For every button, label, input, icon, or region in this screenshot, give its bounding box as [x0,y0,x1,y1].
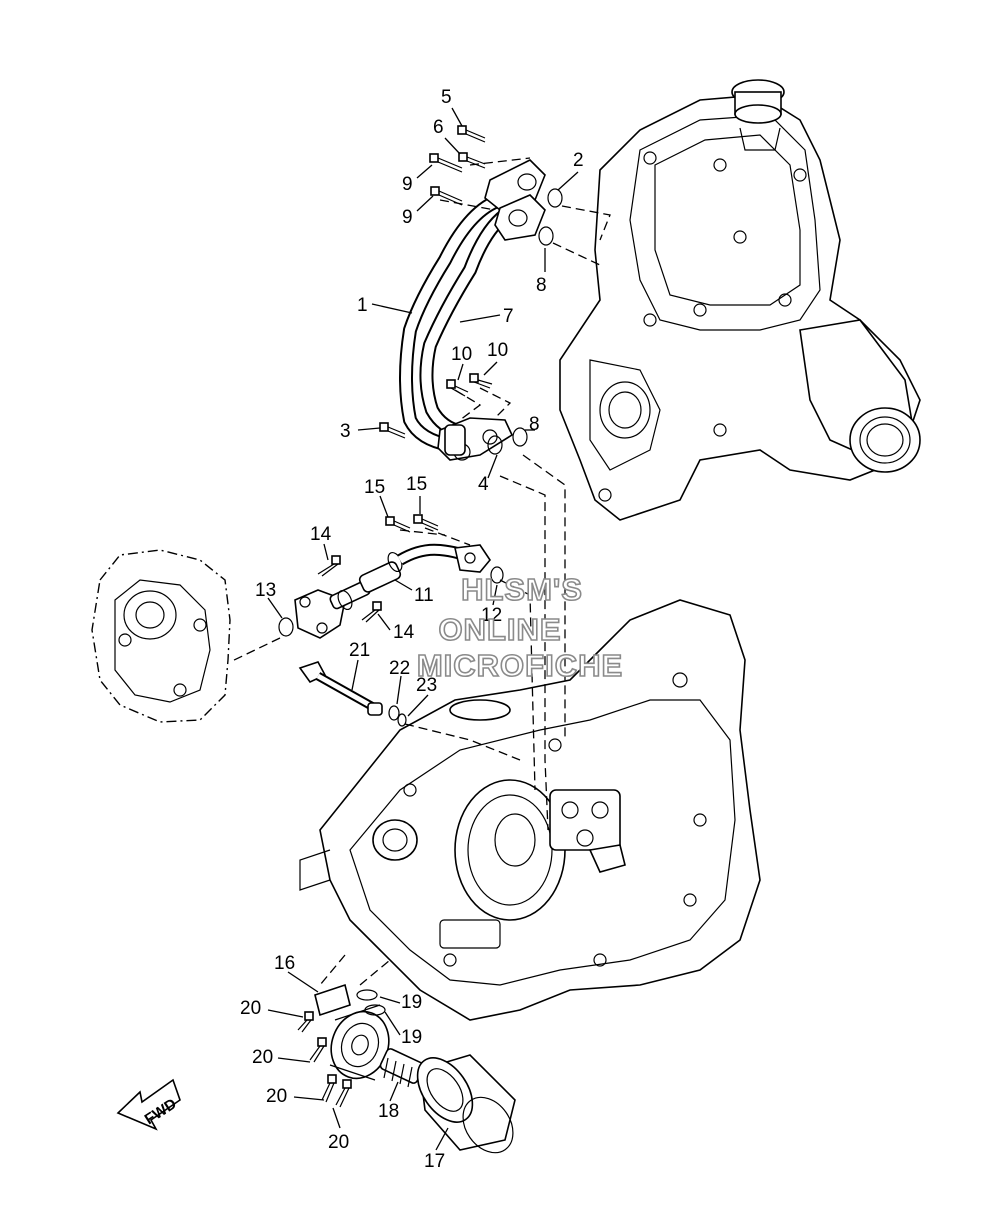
watermark-line-1: HLSM'S [461,572,583,607]
callout-19-upper: 19 [401,992,422,1013]
oil-filter-17 [416,1054,516,1154]
o-ring-22 [388,705,400,721]
callout-14-upper: 14 [310,524,332,545]
callout-labels: 5 6 9 9 2 8 1 7 10 10 3 8 4 15 15 14 11 … [240,87,584,1172]
bolt-20-b [309,1037,327,1063]
o-ring-8-upper [538,226,554,246]
callout-4: 4 [478,474,489,495]
assembly-guide-lines [229,157,611,986]
callout-8-upper: 8 [536,275,547,296]
callout-13: 13 [255,580,276,601]
upper-pipe-flanges [484,159,546,241]
watermark-line-2: ONLINE [438,612,561,647]
bolt-14-lower [361,601,382,623]
breather-hose-21 [298,661,383,716]
o-ring-12 [490,566,504,584]
callout-8-lower: 8 [529,414,540,435]
callout-6: 6 [433,117,444,138]
o-ring-19-upper [356,989,378,1001]
bolt-9-upper [429,153,463,173]
oil-delivery-pipe-11 [294,543,491,639]
bolt-10-left [446,379,469,397]
callout-15-right: 15 [406,474,427,495]
bolt-9-lower [430,186,463,206]
forward-direction-arrow: FWD [116,1078,181,1131]
bolt-15-left [385,516,411,533]
callout-15-left: 15 [364,477,385,498]
callout-12: 12 [481,605,502,626]
o-ring-8-lower [512,427,528,447]
bolts [297,125,493,1108]
leader-lines [267,107,579,1151]
lower-pipe-flange [437,417,514,461]
bolt-20-c [321,1074,337,1103]
bolt-20-d [335,1079,352,1108]
callout-1: 1 [357,295,368,316]
o-ring-23 [397,713,407,727]
callout-22: 22 [389,658,410,679]
bolt-10-right [469,373,493,389]
callout-9-upper: 9 [402,174,413,195]
callout-20-c: 20 [266,1086,287,1107]
callout-20-a: 20 [240,998,261,1019]
callout-5: 5 [441,87,452,108]
callout-10-right: 10 [487,340,508,361]
callout-23: 23 [416,675,437,696]
callout-18: 18 [378,1101,399,1122]
oil-pipe-7 [419,208,512,439]
callout-20-d: 20 [328,1132,349,1153]
callout-14-lower: 14 [393,622,415,643]
callout-9-lower: 9 [402,207,413,228]
callout-10-left: 10 [451,344,472,365]
callout-3: 3 [340,421,351,442]
bolt-14-upper [317,555,341,577]
callout-7: 7 [503,306,514,327]
bolt-15-right [413,514,439,531]
watermark: HLSM'S ONLINE MICROFICHE [416,571,623,684]
watermark-line-3: MICROFICHE [417,648,623,683]
left-crankcase-cover [91,549,231,723]
o-rings [278,188,563,1016]
bolt-5 [457,125,486,143]
callout-19-lower: 19 [401,1027,422,1048]
bolt-6 [458,152,486,169]
oil-pipe-1 [399,193,507,452]
o-ring-2 [547,188,563,208]
callout-17: 17 [424,1151,445,1172]
crankcase-assembly [299,599,761,1021]
o-ring-19-lower [364,1004,386,1016]
o-ring-13 [278,617,294,637]
callout-2: 2 [573,150,584,171]
callout-20-b: 20 [252,1047,273,1068]
callout-16: 16 [274,953,295,974]
bolt-3 [379,422,406,439]
cylinder-head-assembly [559,79,921,521]
o-ring-4 [487,435,503,455]
callout-21: 21 [349,640,370,661]
bolt-20-a [297,1011,314,1033]
callout-11: 11 [414,585,434,606]
